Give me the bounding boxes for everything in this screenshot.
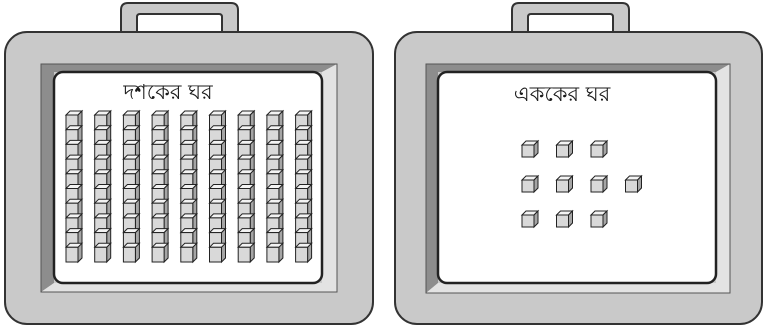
unit-cube <box>123 243 139 262</box>
one-cube <box>591 211 607 227</box>
ten-rod <box>95 111 111 262</box>
ten-rod <box>210 111 226 262</box>
ones-case-handle <box>512 3 629 34</box>
ones-case: এককের ঘর <box>395 3 762 324</box>
one-cube <box>626 176 642 192</box>
ten-rod <box>181 111 197 262</box>
unit-cube <box>152 243 168 262</box>
ones-title: এককের ঘর <box>514 82 611 106</box>
ten-rod <box>238 111 254 262</box>
one-cube <box>557 176 573 192</box>
one-cube <box>557 211 573 227</box>
tens-case: দশকের ঘর <box>5 3 373 324</box>
unit-cube <box>267 243 283 262</box>
ten-rod <box>267 111 283 262</box>
one-cube <box>522 141 538 157</box>
unit-cube <box>210 243 226 262</box>
one-cube <box>591 141 607 157</box>
unit-cube <box>296 243 312 262</box>
unit-cube <box>95 243 111 262</box>
one-cube <box>591 176 607 192</box>
ten-rod <box>66 111 82 262</box>
one-cube <box>522 176 538 192</box>
unit-cube <box>238 243 254 262</box>
unit-cube <box>66 243 82 262</box>
ten-rod <box>152 111 168 262</box>
tens-case-handle <box>121 3 238 34</box>
tens-rods <box>66 111 312 262</box>
unit-cube <box>181 243 197 262</box>
one-cube <box>522 211 538 227</box>
ten-rod <box>123 111 139 262</box>
one-cube <box>557 141 573 157</box>
ten-rod <box>296 111 312 262</box>
tens-title: দশকের ঘর <box>122 80 213 104</box>
